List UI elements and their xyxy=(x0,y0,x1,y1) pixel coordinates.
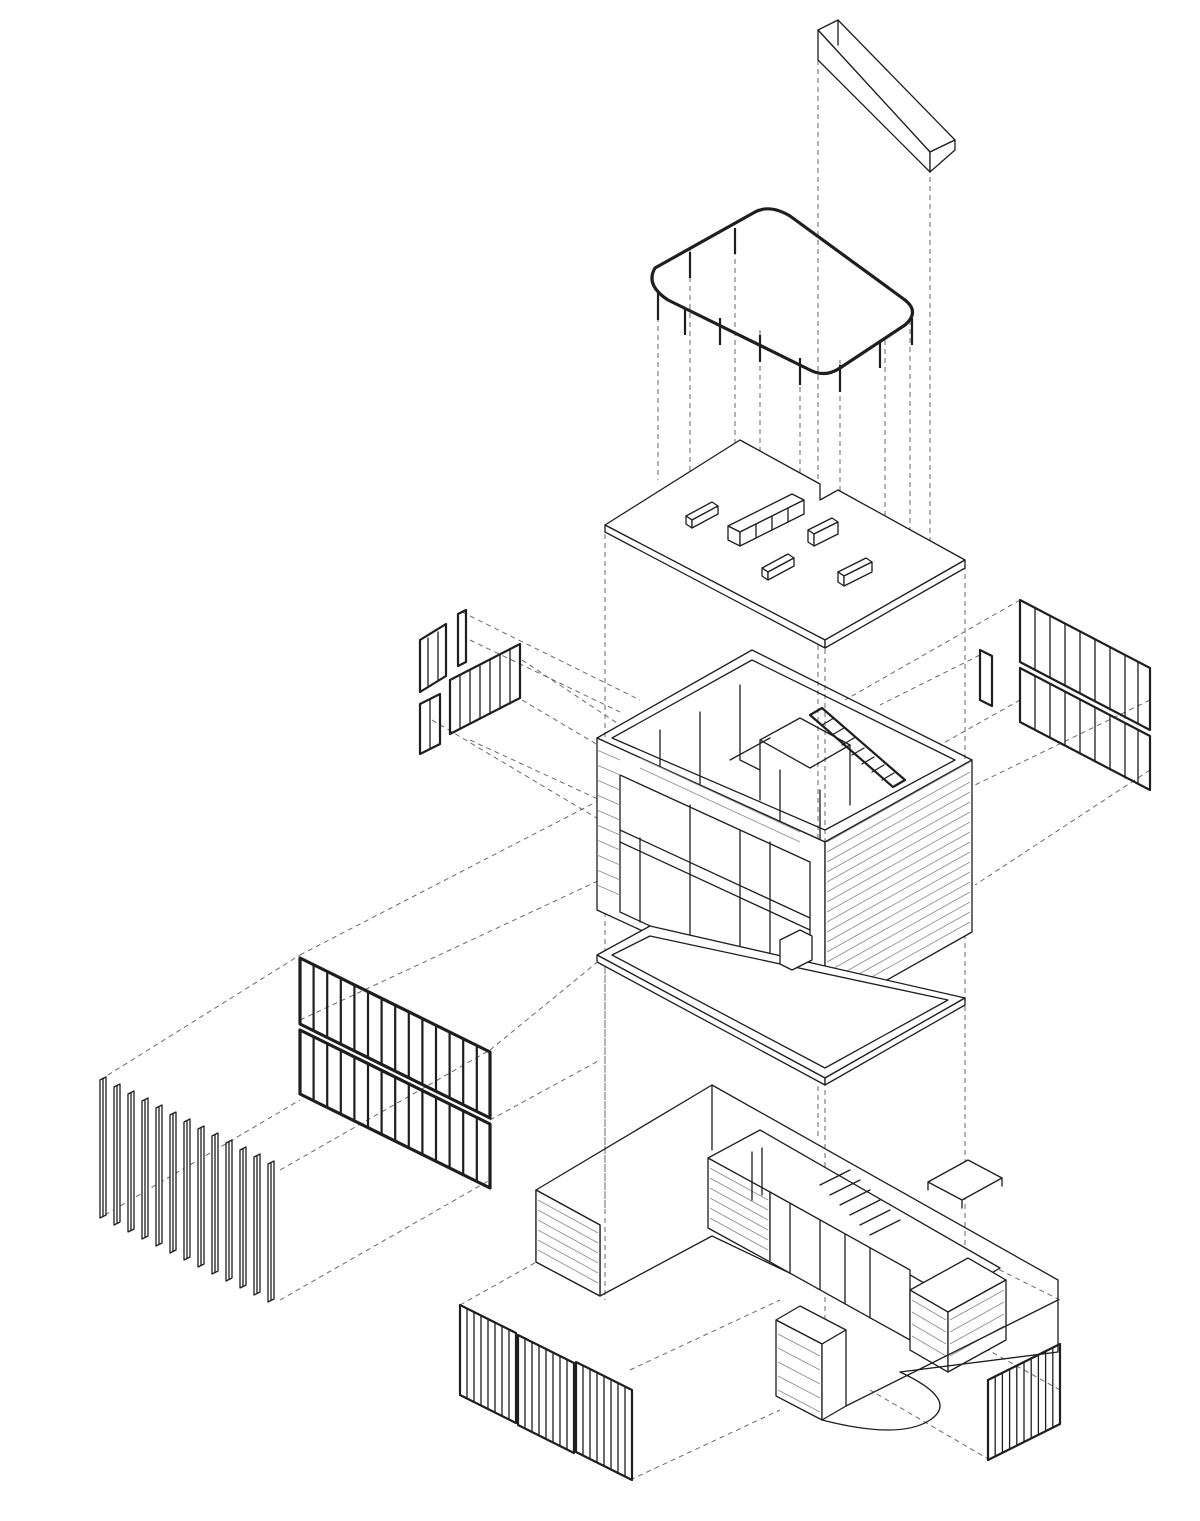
gate-panel xyxy=(516,1333,576,1455)
ring-railing xyxy=(650,207,915,392)
upper-storey-volume xyxy=(596,649,973,1016)
gate-panel xyxy=(574,1360,634,1482)
gate-panel xyxy=(458,1303,518,1425)
front-window-grid xyxy=(298,956,492,1190)
alignment-guides xyxy=(99,60,1151,1481)
first-floor-slab xyxy=(596,925,966,1086)
side-window-frames-right xyxy=(978,598,1152,792)
garage-gates xyxy=(458,1303,1062,1482)
upper-stair xyxy=(808,706,907,789)
gate-panel xyxy=(986,1342,1062,1462)
roof-benches xyxy=(685,493,873,587)
roof-chimney xyxy=(817,19,956,173)
roof-slab xyxy=(604,439,966,649)
side-window-frames-left xyxy=(418,608,522,756)
vertical-fins xyxy=(99,1076,275,1303)
ground-floor-plan xyxy=(535,1084,1059,1431)
